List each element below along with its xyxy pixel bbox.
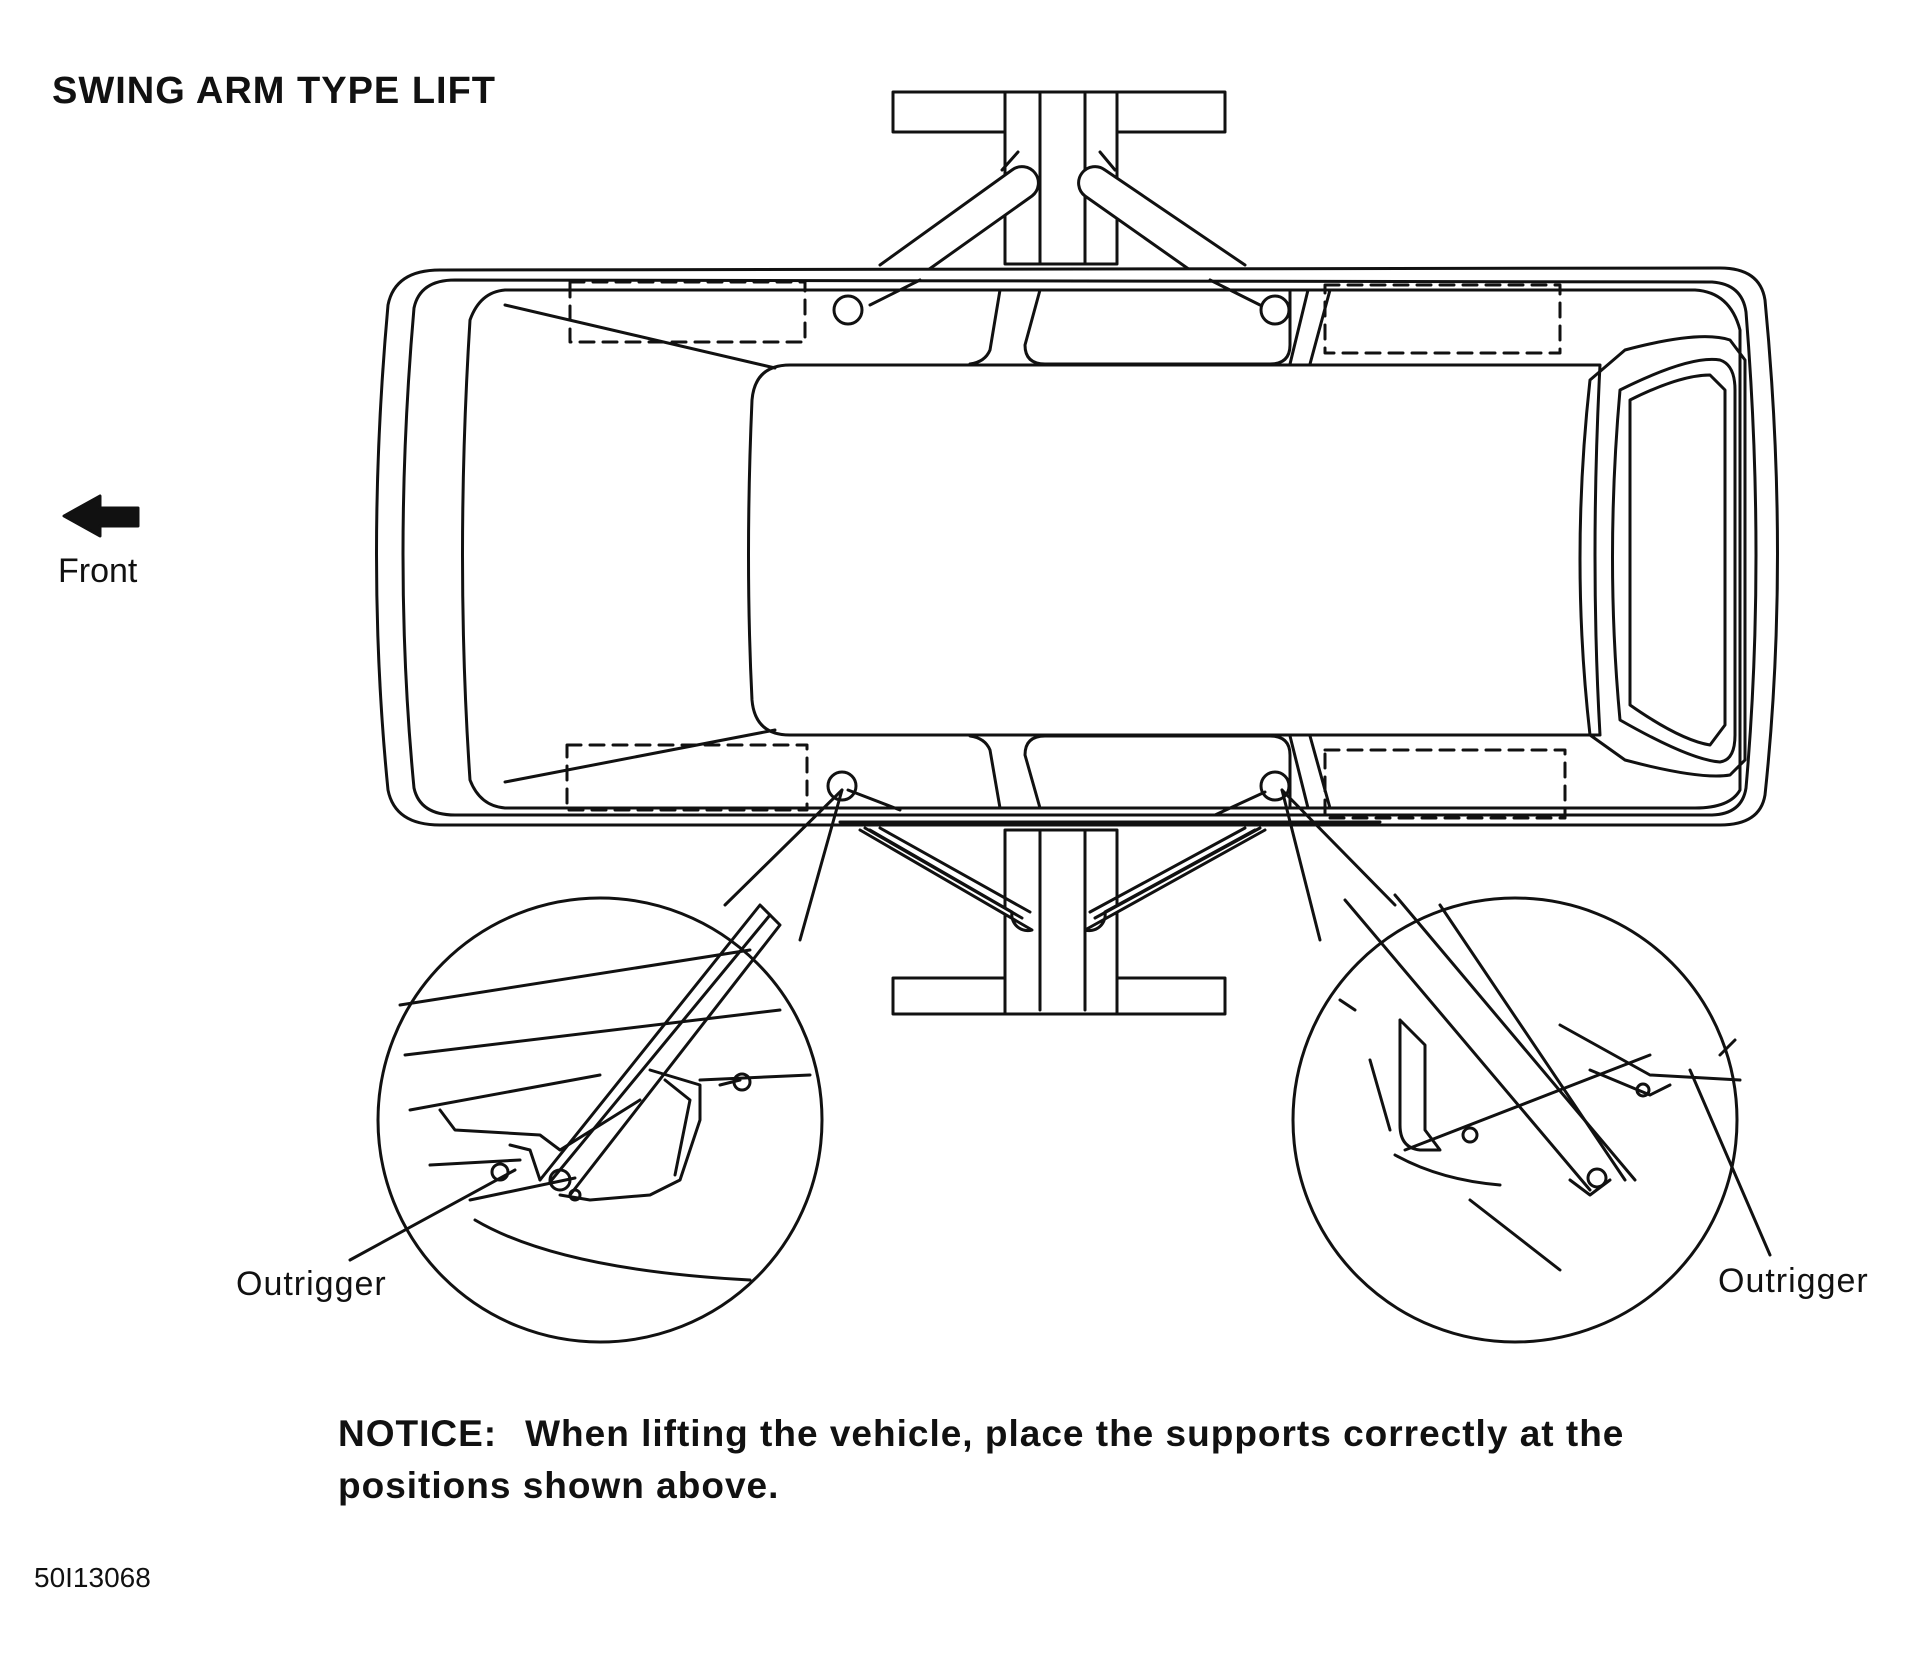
arrow-left-icon: [62, 494, 140, 538]
support-zones: [565, 280, 1567, 820]
lift-arm-bottom: [858, 826, 1267, 1016]
detail-circle-left: [348, 896, 824, 1344]
outrigger-label-right: Outrigger: [1718, 1262, 1869, 1300]
notice-heading: NOTICE:: [338, 1413, 498, 1454]
diagram-title: SWING ARM TYPE LIFT: [52, 70, 497, 112]
leader-lines: [723, 788, 1397, 942]
detail-circle-right: [1291, 893, 1772, 1344]
vehicle-outline: [375, 266, 1779, 827]
figure-code: 50I13068: [34, 1562, 151, 1593]
lift-arm-top: [878, 90, 1247, 272]
front-label: Front: [58, 552, 138, 590]
notice-block: NOTICE:When lifting the vehicle, place t…: [338, 1408, 1758, 1512]
notice-text: When lifting the vehicle, place the supp…: [338, 1413, 1625, 1506]
outrigger-label-left: Outrigger: [236, 1265, 387, 1303]
